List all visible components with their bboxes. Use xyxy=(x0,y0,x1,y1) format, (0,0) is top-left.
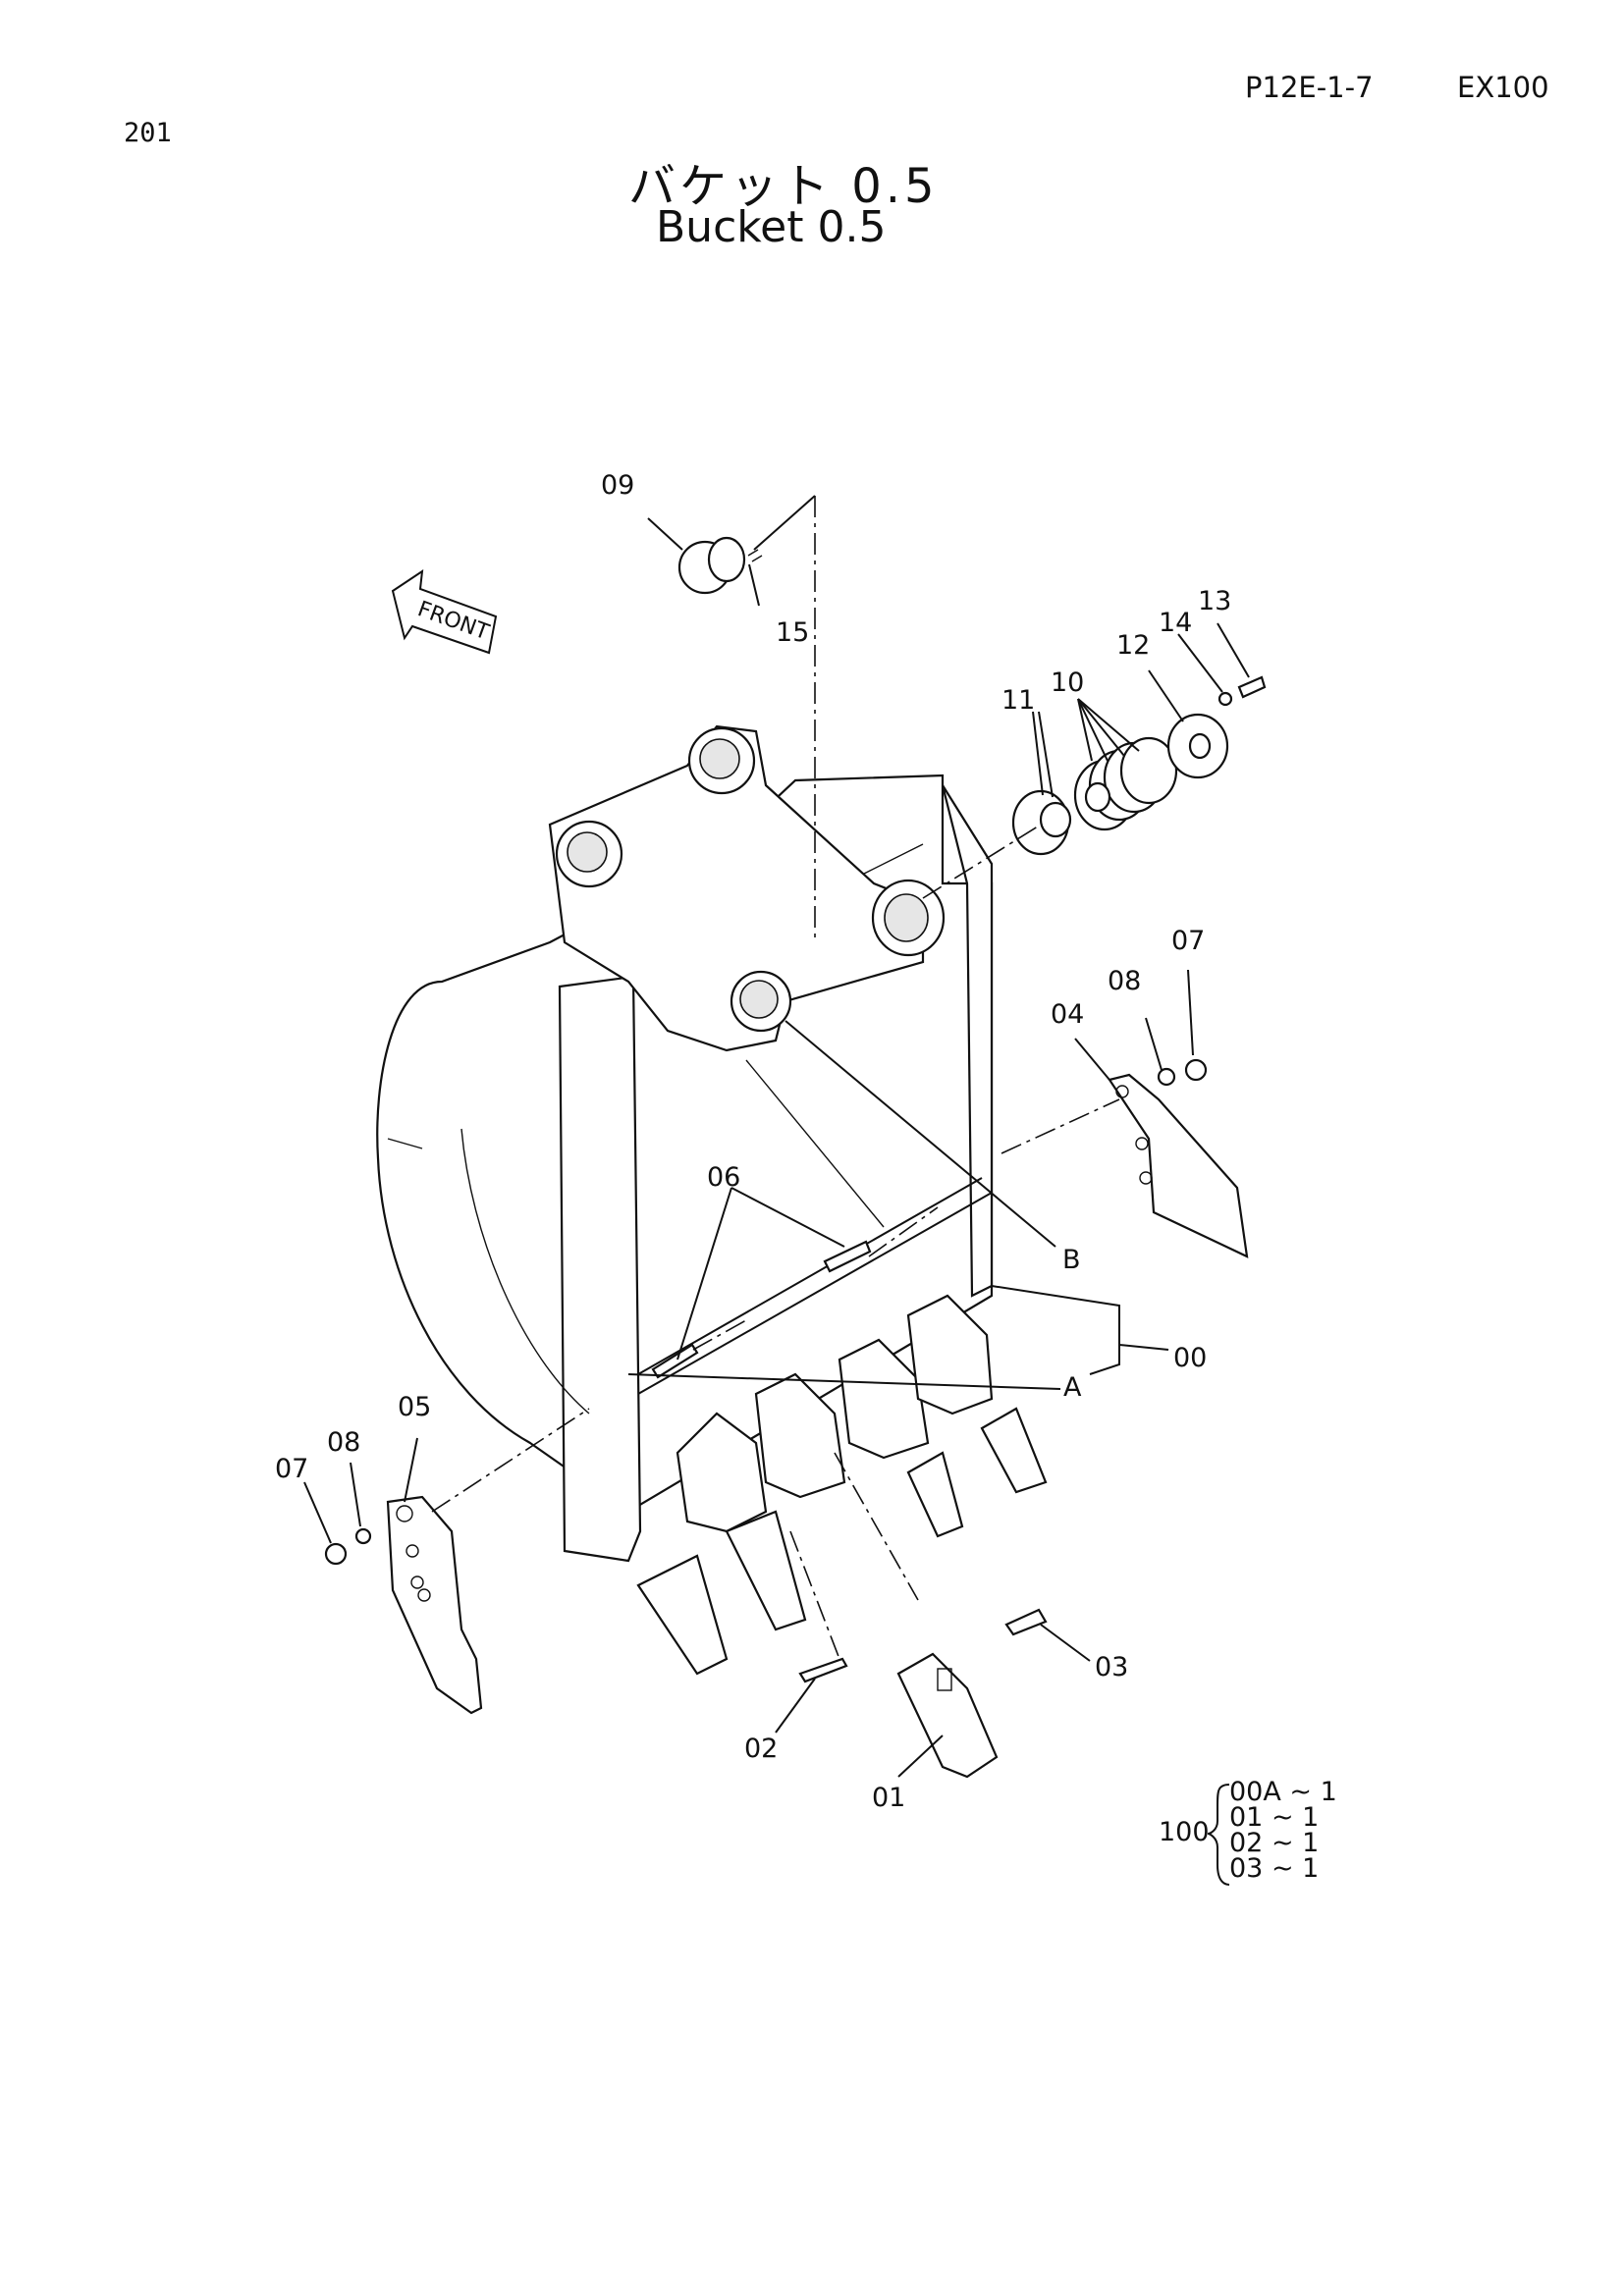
part-13-bolt xyxy=(1237,675,1267,699)
callout-labels: 09 15 11 10 12 14 13 07 08 04 06 B 00 A … xyxy=(275,470,1231,1813)
mounting-bracket xyxy=(548,724,946,1052)
callout-13: 13 xyxy=(1198,586,1231,616)
part-11-spacer xyxy=(1011,789,1072,856)
part-08-washer-right xyxy=(1157,1067,1176,1087)
part-07-nut-left xyxy=(324,1542,348,1566)
part-10-shims xyxy=(1073,736,1178,831)
title-japanese: バケット 0.5 xyxy=(628,159,939,214)
callout-b: B xyxy=(1062,1245,1081,1275)
callout-07-right: 07 xyxy=(1171,926,1205,956)
part-06-bolt-upper xyxy=(823,1240,872,1273)
tooth xyxy=(636,1412,768,1676)
kit-row: 03 ~ 1 xyxy=(1229,1853,1319,1884)
callout-07-left: 07 xyxy=(275,1454,308,1484)
part-12-plate xyxy=(1166,713,1229,779)
tooth xyxy=(838,1338,964,1538)
tooth xyxy=(725,1372,846,1631)
part-14-washer xyxy=(1217,691,1233,707)
part-07-nut-right xyxy=(1184,1058,1208,1082)
centerlines xyxy=(431,496,1120,1660)
reference-code: P12E-1-7 xyxy=(1245,71,1374,104)
callout-a: A xyxy=(1063,1372,1082,1403)
callout-02: 02 xyxy=(744,1734,778,1764)
page-number: 201 xyxy=(124,118,172,148)
bucket-teeth xyxy=(636,1294,1048,1676)
part-04-side-cutter xyxy=(1108,1073,1249,1258)
callout-08-left: 08 xyxy=(327,1427,360,1458)
kit-row: 02 ~ 1 xyxy=(1229,1828,1319,1858)
callout-05: 05 xyxy=(398,1392,431,1422)
part-05-side-cutter xyxy=(386,1495,483,1715)
kit-contents: 100 00A ~ 1 01 ~ 1 02 ~ 1 03 ~ 1 xyxy=(1159,1777,1337,1886)
callout-09: 09 xyxy=(601,470,634,501)
callout-08-right: 08 xyxy=(1108,966,1141,996)
front-arrow-label: FRONT xyxy=(414,597,493,645)
callout-12: 12 xyxy=(1116,630,1150,661)
front-arrow-icon: FRONT xyxy=(391,568,498,655)
part-09-bushing xyxy=(677,536,746,595)
kit-number: 100 xyxy=(1159,1817,1210,1847)
kit-row: 01 ~ 1 xyxy=(1229,1802,1319,1833)
part-03-pin xyxy=(1004,1608,1048,1636)
part-08-washer-left xyxy=(354,1527,372,1545)
callout-14: 14 xyxy=(1159,608,1192,638)
machine-model: EX100 xyxy=(1457,71,1549,104)
title-english: Bucket 0.5 xyxy=(656,202,887,252)
part-02-pin xyxy=(798,1657,848,1683)
leader-lines xyxy=(303,495,1250,1778)
callout-11: 11 xyxy=(1001,685,1035,716)
callout-10: 10 xyxy=(1051,667,1084,698)
callout-03: 03 xyxy=(1095,1652,1128,1682)
callout-06: 06 xyxy=(707,1162,740,1193)
callout-15: 15 xyxy=(776,617,809,648)
part-15-pin xyxy=(747,549,763,562)
callout-00: 00 xyxy=(1173,1343,1207,1373)
callout-01: 01 xyxy=(872,1783,905,1813)
kit-row: 00A ~ 1 xyxy=(1229,1777,1337,1807)
callout-04: 04 xyxy=(1051,999,1084,1030)
part-01-tooth xyxy=(896,1652,999,1779)
